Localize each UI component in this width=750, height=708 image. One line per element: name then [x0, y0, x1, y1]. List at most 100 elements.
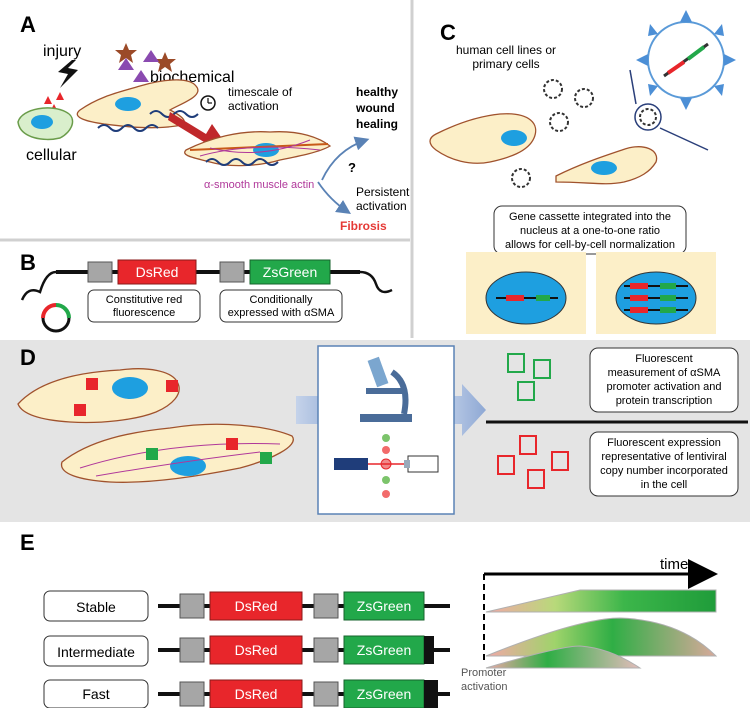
healing-arrow	[321, 136, 370, 181]
dsred-protein-cluster	[497, 435, 569, 489]
integrated-cassette	[496, 295, 558, 301]
row-label-intermediate: Intermediate	[57, 644, 135, 660]
nucleus	[501, 130, 527, 146]
actin-fiber	[95, 451, 261, 477]
nucleus	[170, 456, 206, 476]
panel-c-letter: C	[440, 20, 456, 45]
zsgreen-gene	[343, 591, 425, 621]
nucleus	[591, 161, 617, 175]
row-label-box	[43, 590, 149, 622]
triangle-icon	[118, 58, 134, 70]
actin-fiber	[209, 139, 311, 153]
intermediate-expression-curve	[485, 617, 718, 657]
signal-icon	[56, 92, 64, 100]
virus-icon	[574, 88, 594, 108]
box1-line3: promoter activation and	[607, 381, 722, 393]
fast-expression-curve	[485, 645, 642, 669]
nucleus	[115, 97, 141, 111]
box2-line4: in the cell	[641, 479, 687, 491]
panel-b-letter: B	[20, 250, 36, 275]
lentivirus-icon	[636, 10, 736, 110]
virus-icon	[549, 112, 569, 132]
box1-line4: protein transcription	[616, 395, 713, 407]
box2-line2: representative of lentiviral	[601, 451, 726, 463]
box1-line2: measurement of αSMA	[608, 367, 721, 379]
ecm-fiber	[97, 124, 159, 132]
expression-box	[589, 431, 739, 497]
dsred-label: DsRed	[235, 642, 278, 658]
dsred-label: DsRed	[136, 264, 179, 280]
degradation-tag	[424, 680, 438, 708]
dsred-protein	[86, 378, 98, 390]
constitutive-box	[87, 289, 201, 323]
conditional-box	[219, 289, 343, 323]
fibrosis-label: Fibrosis	[340, 219, 387, 233]
integrated-cassette-multi	[624, 283, 688, 313]
promoter-line1: Promoter	[461, 667, 507, 679]
virus-icon	[634, 103, 662, 131]
zoom-line	[629, 69, 637, 105]
box2-line3: copy number incorporated	[600, 465, 728, 477]
box1-line1: Fluorescent	[635, 353, 692, 365]
zsgreen-gene	[343, 635, 425, 665]
healthy-line2: wound	[355, 101, 395, 115]
actin-label: α-smooth muscle actin	[204, 179, 314, 191]
zsgreen-gene	[249, 259, 331, 285]
actin-fiber	[79, 443, 281, 469]
conditional-line2: expressed with αSMA	[228, 307, 335, 319]
persistent-line1: Persistent	[356, 185, 410, 199]
cassette-line1: Gene cassette integrated into the	[509, 211, 671, 223]
dsred-label: DsRed	[235, 598, 278, 614]
promoter-box	[219, 261, 245, 283]
stable-expression-curve	[485, 589, 717, 613]
cassette-line2: nucleus at a one-to-one ratio	[520, 225, 660, 237]
panel-a-letter: A	[20, 12, 36, 37]
fibrosis-arrow	[317, 181, 351, 214]
dsred-gene	[209, 591, 303, 621]
promoter-box	[179, 637, 205, 663]
healthy-line1: healthy	[356, 85, 398, 99]
dsred-label: DsRed	[235, 686, 278, 702]
triangle-icon	[133, 70, 149, 82]
dsred-gene	[117, 259, 197, 285]
promoter-line2: activation	[461, 681, 507, 693]
zsgreen-protein	[146, 448, 158, 460]
cellular-label: cellular	[26, 147, 77, 164]
question-mark: ?	[348, 160, 356, 175]
cassette-info-box	[493, 205, 687, 255]
promoter-box	[179, 593, 205, 619]
zsgreen-protein-cluster	[507, 353, 551, 401]
virus-icon	[543, 79, 563, 99]
timescale-line2: activation	[228, 99, 279, 113]
promoter-box	[313, 593, 339, 619]
star-icon	[115, 43, 137, 63]
promoter-box	[313, 681, 339, 707]
cassette-line3: allows for cell-by-cell normalization	[505, 239, 675, 251]
dna-end-right	[359, 270, 393, 294]
zoom-line	[659, 127, 709, 151]
zsgreen-label: ZsGreen	[357, 686, 411, 702]
persistent-line2: activation	[356, 199, 407, 213]
instrument-box	[317, 345, 455, 515]
dsred-protein	[226, 438, 238, 450]
flow-cytometer-icon	[334, 434, 439, 498]
row-label-box	[43, 679, 149, 708]
nucleus	[112, 377, 148, 399]
timescale-line1: timescale of	[228, 85, 293, 99]
promoter-box	[87, 261, 113, 283]
cells-line1: human cell lines or	[456, 43, 556, 57]
time-label: time	[660, 556, 688, 573]
injury-label: injury	[43, 43, 81, 60]
zsgreen-gene	[343, 679, 425, 708]
microscope-icon	[360, 356, 412, 422]
row-label-stable: Stable	[76, 599, 116, 615]
lightning-icon	[58, 60, 78, 88]
dsred-protein	[166, 380, 178, 392]
constitutive-line1: Constitutive red	[106, 294, 182, 306]
healthy-line3: healing	[356, 117, 398, 131]
dsred-gene	[209, 635, 303, 665]
dsred-protein	[74, 404, 86, 416]
cells-line2: primary cells	[472, 57, 539, 71]
promoter-box	[179, 681, 205, 707]
